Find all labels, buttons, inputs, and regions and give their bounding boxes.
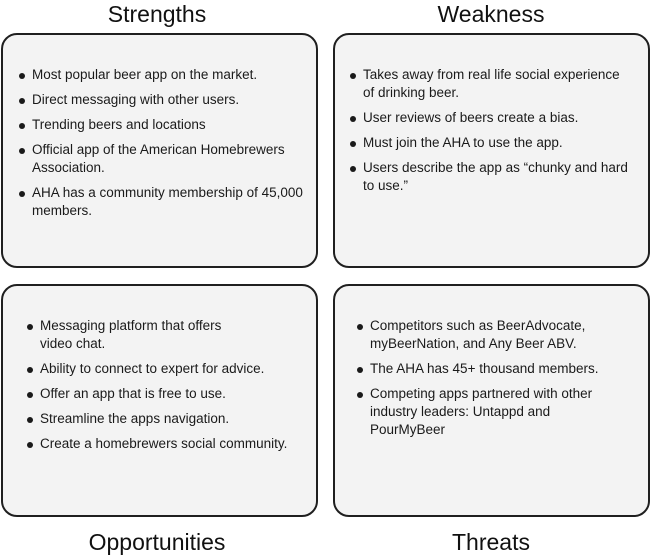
weakness-title: Weakness	[437, 1, 545, 27]
list-item: The AHA has 45+ thousand members.	[357, 360, 627, 378]
list-item: Ability to connect to expert for advice.	[27, 360, 315, 378]
list-item: Takes away from real life social experie…	[350, 66, 630, 102]
list-item: Trending beers and locations	[19, 116, 315, 134]
list-item: Offer an app that is free to use.	[27, 385, 315, 403]
list-item: Create a homebrewers social community.	[27, 435, 315, 453]
threats-box: Competitors such as BeerAdvocate, myBeer…	[333, 284, 650, 517]
list-item: Must join the AHA to use the app.	[350, 134, 630, 152]
list-item: Competitors such as BeerAdvocate, myBeer…	[357, 317, 627, 353]
threats-title: Threats	[452, 529, 530, 555]
strengths-list: Most popular beer app on the market. Dir…	[19, 66, 315, 227]
weakness-box: Takes away from real life social experie…	[333, 33, 650, 268]
list-item: Official app of the American Homebrewers…	[19, 141, 315, 177]
list-item: Messaging platform that offers video cha…	[27, 317, 315, 353]
list-item: Streamline the apps navigation.	[27, 410, 315, 428]
opportunities-title: Opportunities	[88, 529, 226, 555]
weakness-list: Takes away from real life social experie…	[350, 66, 630, 202]
list-item: Most popular beer app on the market.	[19, 66, 315, 84]
threats-list: Competitors such as BeerAdvocate, myBeer…	[357, 317, 627, 446]
list-item: Direct messaging with other users.	[19, 91, 315, 109]
opportunities-list: Messaging platform that offers video cha…	[27, 317, 315, 460]
strengths-box: Most popular beer app on the market. Dir…	[1, 33, 318, 268]
strengths-title: Strengths	[107, 1, 207, 27]
list-item: Users describe the app as “chunky and ha…	[350, 159, 630, 195]
opportunities-box: Messaging platform that offers video cha…	[1, 284, 318, 517]
list-item: AHA has a community membership of 45,000…	[19, 184, 315, 220]
list-item: User reviews of beers create a bias.	[350, 109, 630, 127]
list-item: Competing apps partnered with other indu…	[357, 385, 627, 439]
